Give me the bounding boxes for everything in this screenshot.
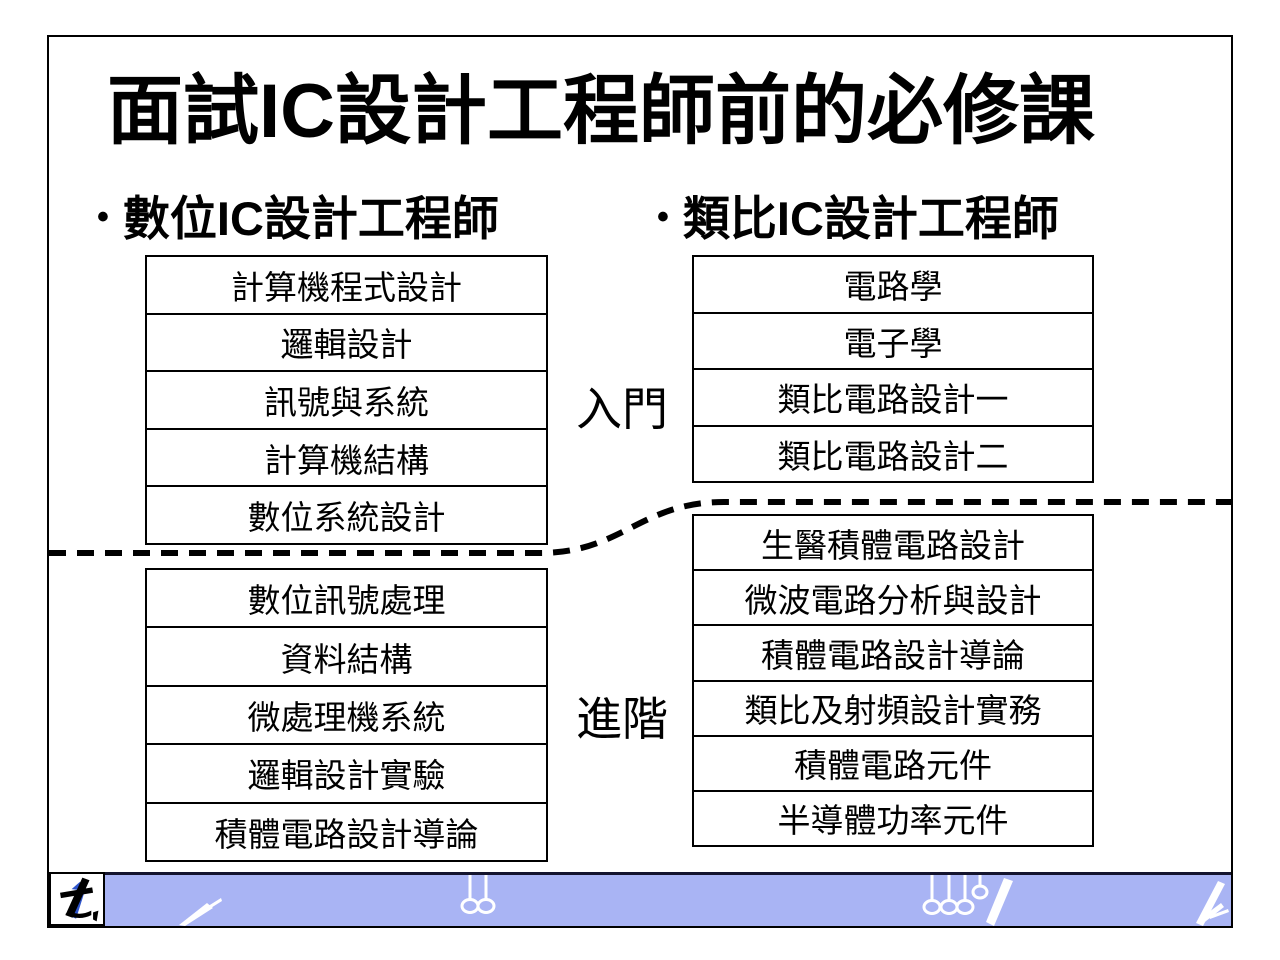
course-box: 微處理機系統	[147, 684, 546, 743]
digital-advanced-course-list: 數位訊號處理 資料結構 微處理機系統 邏輯設計實驗 積體電路設計導論	[145, 568, 548, 862]
pendulum-icon	[460, 875, 496, 914]
course-box: 生醫積體電路設計	[761, 528, 1025, 565]
digital-basic-course-list: 計算機程式設計 邏輯設計 訊號與系統 計算機結構 數位系統設計	[145, 255, 548, 545]
course-box: 數位系統設計	[147, 485, 546, 543]
heading-analog-label: 類比IC設計工程師	[682, 192, 1059, 245]
bullet-icon: •	[97, 197, 109, 236]
heading-digital: • 數位IC設計工程師	[97, 180, 499, 249]
course-box: 電路學	[843, 270, 943, 307]
course-box: 類比電路設計二	[694, 424, 1092, 482]
logo	[49, 872, 105, 926]
course-box: 訊號與系統	[147, 370, 546, 428]
course-box: 數位訊號處理	[247, 584, 446, 621]
analog-advanced-course-list: 生醫積體電路設計 微波電路分析與設計 積體電路設計導論 類比及射頻設計實務 積體…	[692, 514, 1094, 847]
course-box: 邏輯設計實驗	[147, 743, 546, 801]
bullet-icon: •	[657, 197, 669, 236]
level-label-advanced: 進階	[576, 694, 668, 745]
course-box: 半導體功率元件	[694, 789, 1092, 845]
course-box: 資料結構	[147, 626, 546, 684]
logo-icon	[60, 877, 99, 922]
footer-decorations	[179, 875, 1229, 926]
heading-analog: • 類比IC設計工程師	[657, 180, 1059, 249]
course-box: 邏輯設計	[147, 312, 546, 371]
course-box: 計算機結構	[147, 427, 546, 486]
analog-basic-course-list: 電路學 電子學 類比電路設計一 類比電路設計二	[692, 255, 1094, 483]
newton-cradle-icon	[922, 875, 989, 915]
level-label-basic: 入門	[576, 384, 668, 435]
slide: 面試IC設計工程師前的必修課 • 數位IC設計工程師 • 類比IC設計工程師 計…	[47, 35, 1233, 928]
course-box: 積體電路設計導論	[147, 801, 546, 860]
slide-title: 面試IC設計工程師前的必修課	[107, 69, 1095, 154]
footer-band	[105, 872, 1231, 926]
course-box: 積體電路元件	[694, 734, 1092, 790]
course-box: 電子學	[694, 311, 1092, 369]
course-box: 微波電路分析與設計	[694, 569, 1092, 624]
course-box: 類比及射頻設計實務	[694, 679, 1092, 735]
brush-stroke-icon	[179, 878, 1229, 926]
course-box: 積體電路設計導論	[694, 624, 1092, 679]
heading-digital-label: 數位IC設計工程師	[122, 192, 499, 245]
course-box: 計算機程式設計	[231, 270, 462, 307]
course-box: 類比電路設計一	[694, 368, 1092, 425]
